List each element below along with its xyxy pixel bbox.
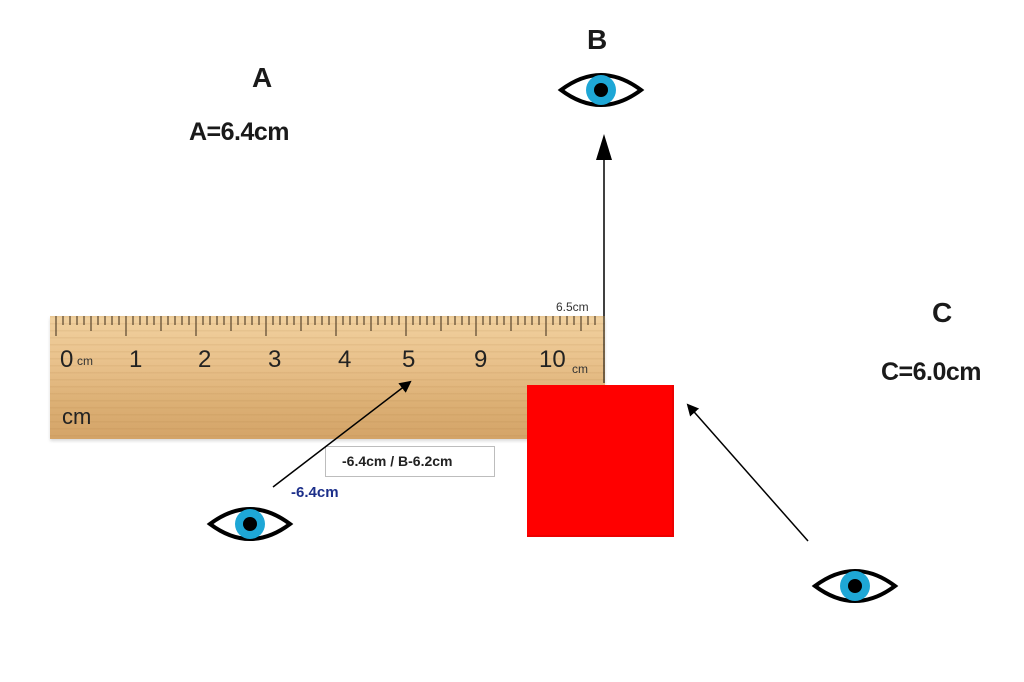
observer-label-b: B	[587, 24, 608, 55]
red-block	[527, 385, 674, 537]
sightline-arrow-c	[686, 403, 809, 542]
eye-icon	[206, 507, 294, 541]
ruler-num-2: 2	[198, 346, 212, 373]
observer-label-a: A	[252, 62, 273, 93]
observer-label-c: C	[932, 297, 953, 328]
callout-box	[325, 446, 495, 477]
ruler-num-5: 5	[402, 346, 416, 373]
callout-subtext: -6.4cm	[291, 484, 339, 501]
eye-icon	[557, 73, 645, 107]
ruler-top-reading: 6.5cm	[556, 300, 589, 314]
ruler-ticks	[55, 316, 596, 336]
ruler-num-1: 1	[129, 346, 143, 373]
ruler-num-3: 3	[268, 346, 282, 373]
ruler: 0 cm 1 2 3 4 5 9 10 cm cm	[50, 316, 605, 439]
ruler-zero-unit: cm	[77, 354, 93, 368]
reading-a: A=6.4cm	[189, 118, 290, 146]
reading-c: C=6.0cm	[881, 358, 982, 386]
arrow-icon	[596, 134, 612, 160]
eye-icon	[811, 569, 899, 603]
sightline-arrow-a	[272, 380, 412, 488]
ruler-num-9: 9	[474, 346, 488, 373]
ruler-num-4: 4	[338, 346, 352, 373]
ruler-num-10: 10	[539, 346, 566, 373]
ruler-end-unit: cm	[572, 362, 588, 376]
ruler-unit-label: cm	[62, 404, 92, 429]
callout-text: -6.4cm / B-6.2cm	[342, 453, 453, 469]
ruler-zero: 0	[60, 346, 74, 373]
wood-grain	[50, 316, 605, 439]
